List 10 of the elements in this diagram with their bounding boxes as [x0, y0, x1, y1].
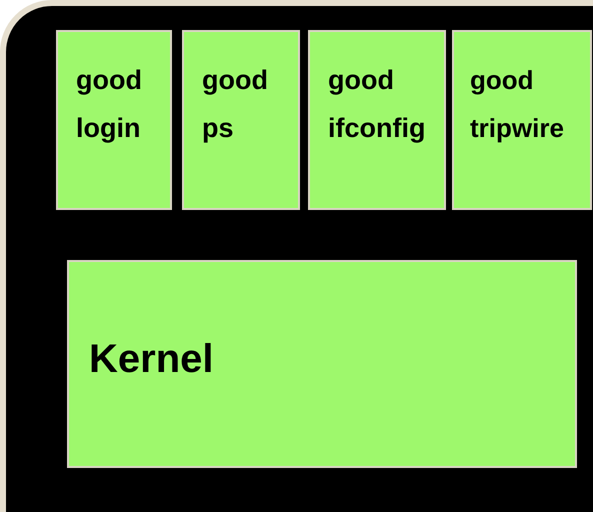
box-label: good ps [201, 64, 268, 145]
program-box [182, 30, 300, 210]
program-box [452, 30, 592, 210]
kernel-box [67, 260, 577, 468]
box-label: good login [75, 64, 142, 145]
box-label: good tripwire [469, 64, 564, 145]
box-label: Kernel [88, 336, 214, 382]
program-box [308, 30, 446, 210]
box-label: good ifconfig [327, 64, 426, 145]
program-box [56, 30, 172, 210]
